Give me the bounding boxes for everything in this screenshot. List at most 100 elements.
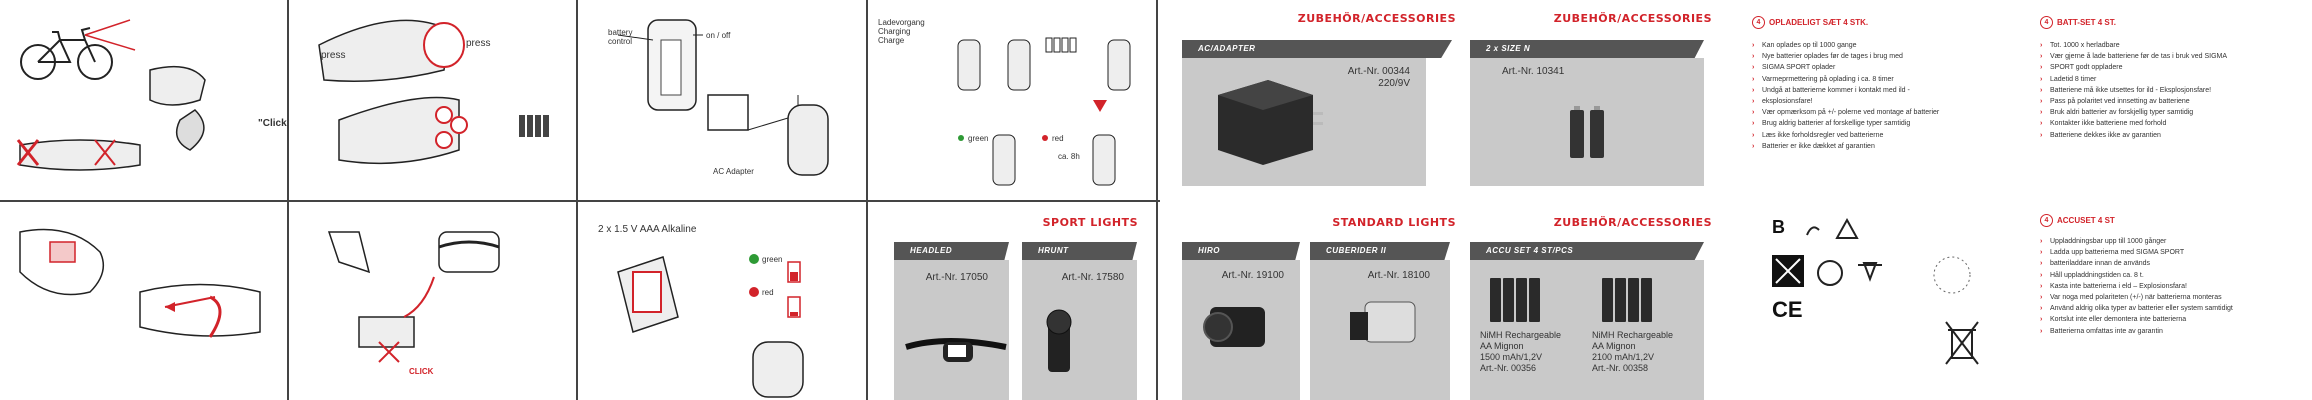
- bike-illustration: [16, 19, 206, 171]
- se-number: 4: [2040, 214, 2053, 227]
- recycling-symbols: [1772, 217, 1971, 294]
- divider-horizontal: [0, 200, 1160, 202]
- on-off-label: on / off: [706, 31, 731, 40]
- panel-charging: Ladevorgang Charging Charge green red ca…: [868, 0, 1156, 200]
- dk-list: Kan oplades op til 1000 gange Nye batter…: [1752, 40, 1939, 152]
- sport-lights-products: [905, 309, 1072, 372]
- panel-battery-control: battery control on / off AC Adapter: [578, 0, 866, 200]
- list-item: Pass på polaritet ved innsetting av batt…: [2040, 96, 2227, 107]
- list-item: Læs ikke forholdsregler ved batterierne: [1752, 130, 1939, 141]
- strap-illustration: [19, 228, 261, 338]
- list-item: Ladda upp batterierna med SIGMA SPORT: [2040, 247, 2233, 258]
- mount-illustration: [327, 231, 500, 363]
- list-item: Undgå at batterierne kommer i kontakt me…: [1752, 85, 1939, 96]
- list-item: eksplosionsfare!: [1752, 96, 1939, 107]
- headled-head: HEADLED: [894, 242, 1009, 260]
- accu-right-line4: Art.-Nr. 00358: [1592, 363, 1649, 373]
- dk-heading: 4 OPLADELIGT SÆT 4 STK.: [1752, 16, 1868, 29]
- list-item: SPORT godt oppladere: [2040, 62, 2227, 73]
- green-label-charging: green: [968, 134, 989, 143]
- se-list: Uppladdningsbar upp till 1000 gånger Lad…: [2040, 236, 2233, 337]
- accu-left-line3: 1500 mAh/1,2V: [1480, 352, 1543, 362]
- battery-open-illustration: [617, 254, 804, 398]
- list-item: Ladetid 8 timer: [2040, 74, 2227, 85]
- charger-spec: 220/9V: [1378, 78, 1410, 89]
- list-item: Varmeprmettering på oplading i ca. 8 tim…: [1752, 74, 1939, 85]
- weee-bin-icon: [1945, 321, 1979, 365]
- charging-line2: Charging: [878, 27, 911, 36]
- hiro-head: HIRO: [1182, 242, 1300, 260]
- ce-mark: CE: [1772, 297, 1803, 322]
- divider-v4: [1156, 0, 1158, 400]
- accessories-aa: ZUBEHÖR/ACCESSORIES 2 x SIZE N Art.-Nr. …: [1462, 0, 1712, 200]
- accu-set: ZUBEHÖR/ACCESSORIES ACCU SET 4 ST/PCS Ni…: [1462, 202, 1712, 400]
- charge-time: ca. 8h: [1058, 152, 1080, 161]
- list-item: Batterier er ikke dækket af garantien: [1752, 141, 1939, 152]
- hrunt-head: HRUNT: [1022, 242, 1137, 260]
- battery-control-label: battery control: [608, 28, 633, 47]
- green-label: green: [762, 255, 783, 264]
- list-item: Batteriene må ikke utsettes for ild - Ek…: [2040, 85, 2227, 96]
- sport-lights-title: SPORT LIGHTS: [1042, 216, 1138, 229]
- no-list: Tot. 1000 x herladbare Vær gjerne å lade…: [2040, 40, 2227, 141]
- list-item: Uppladdningsbar upp till 1000 gånger: [2040, 236, 2233, 247]
- list-item: Tot. 1000 x herladbare: [2040, 40, 2227, 51]
- charger-art: Art.-Nr. 00344: [1347, 66, 1410, 77]
- aa-card: [1470, 58, 1704, 186]
- list-item: Håll uppladdningstiden ca. 8 t.: [2040, 270, 2233, 281]
- light-unit-illustration: [617, 19, 829, 176]
- panel-strap: [0, 202, 287, 400]
- charger-head: AC/ADAPTER: [1182, 40, 1452, 58]
- aa-art: Art.-Nr. 10341: [1502, 66, 1565, 77]
- battery-b-symbol: B: [1772, 217, 1785, 237]
- accessories-title-3: ZUBEHÖR/ACCESSORIES: [1553, 216, 1712, 229]
- list-item: Batterierna omfattas inte av garantin: [2040, 326, 2233, 337]
- panel-press: press press: [289, 0, 576, 200]
- divider-v2: [576, 0, 578, 400]
- click-label-bottom: CLICK: [409, 367, 434, 376]
- list-item: Använd aldrig olika typer av batterier e…: [2040, 303, 2233, 314]
- list-item: Var noga med polariteten (+/-) när batte…: [2040, 292, 2233, 303]
- standard-lights-title: STANDARD LIGHTS: [1332, 216, 1456, 229]
- divider-v3: [866, 0, 868, 400]
- list-item: Bruk aldri batterier av forskjellig type…: [2040, 107, 2227, 118]
- ac-adapter-label: AC Adapter: [713, 167, 754, 176]
- no-title: BATT-SET 4 ST.: [2057, 18, 2116, 27]
- press-label-right: press: [466, 38, 491, 49]
- se-title: ACCUSET 4 ST: [2057, 216, 2115, 225]
- accessories-title-2: ZUBEHÖR/ACCESSORIES: [1553, 12, 1712, 25]
- list-item: Kan oplades op til 1000 gange: [1752, 40, 1939, 51]
- click-label: "Click": [258, 118, 287, 129]
- cuberider-art: Art.-Nr. 18100: [1367, 270, 1430, 281]
- list-item: Vær gjerne å lade batteriene før de tas …: [2040, 51, 2227, 62]
- accu-right-line2: AA Mignon: [1592, 341, 1636, 351]
- charging-line1: Ladevorgang: [878, 18, 925, 27]
- charging-line3: Charge: [878, 36, 905, 45]
- list-item: Kasta inte batterierna i eld – Explosion…: [2040, 281, 2233, 292]
- panel-mount: CLICK: [289, 202, 576, 400]
- standard-lights-products: [1203, 301, 1416, 347]
- list-item: Vær opmærksom på +/- polerne ved montage…: [1752, 107, 1939, 118]
- accessories-title-1: ZUBEHÖR/ACCESSORIES: [1297, 12, 1456, 25]
- accessories-charger: ZUBEHÖR/ACCESSORIES AC/ADAPTER Art.-Nr. …: [1170, 0, 1460, 200]
- accu-right-line3: 2100 mAh/1,2V: [1592, 352, 1655, 362]
- aa-battery-product: [1570, 106, 1604, 158]
- charger-product: [1218, 80, 1323, 165]
- accu-left-line1: NiMH Rechargeable: [1480, 330, 1562, 340]
- hrunt-art: Art.-Nr. 17580: [1061, 272, 1124, 283]
- list-item: Kontakter ikke batteriene med forhold: [2040, 118, 2227, 129]
- dk-number: 4: [1752, 16, 1765, 29]
- no-heading: 4 BATT-SET 4 ST.: [2040, 16, 2116, 29]
- light-press-illustration: [318, 19, 549, 165]
- aa-head: 2 x SIZE N: [1470, 40, 1704, 58]
- no-number: 4: [2040, 16, 2053, 29]
- headled-card: [894, 260, 1009, 400]
- list-item: Kortslut inte eller demontera inte batte…: [2040, 314, 2233, 325]
- accu-left-line2: AA Mignon: [1480, 341, 1524, 351]
- cuberider-head: CUBERIDER II: [1310, 242, 1450, 260]
- list-item: batteriladdare innan de används: [2040, 258, 2233, 269]
- headled-art: Art.-Nr. 17050: [925, 272, 988, 283]
- accu-left-line4: Art.-Nr. 00356: [1480, 363, 1537, 373]
- red-label-charging: red: [1052, 134, 1064, 143]
- symbols-block: B CE: [1752, 205, 2022, 395]
